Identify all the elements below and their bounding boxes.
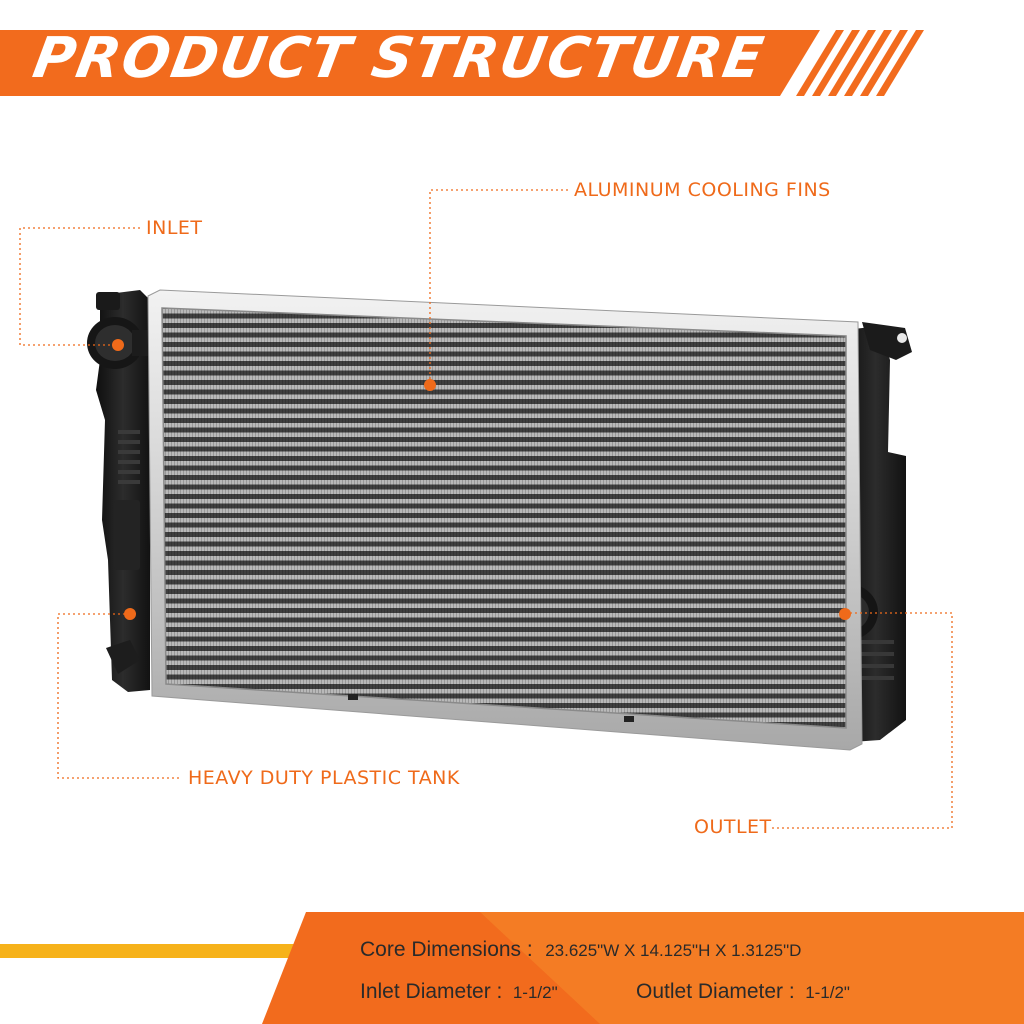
spec-band: Core Dimensions : 23.625"W X 14.125"H X … <box>0 912 1024 1024</box>
inlet-dot <box>112 339 124 351</box>
inlet-diameter: Inlet Diameter : 1-1/2" <box>360 980 558 1004</box>
inlet-label: INLET <box>146 217 203 239</box>
core-dimensions-label: Core Dimensions : <box>360 938 533 961</box>
inlet-diameter-label: Inlet Diameter : <box>360 980 503 1003</box>
outlet-label: OUTLET <box>694 816 772 838</box>
outlet-diameter-value: 1-1/2" <box>805 983 850 1002</box>
inlet-leader <box>19 227 140 346</box>
outlet-dot <box>839 608 851 620</box>
outlet-diameter-label: Outlet Diameter : <box>636 980 795 1003</box>
banner-shape <box>0 30 924 96</box>
tank-leader <box>57 613 182 779</box>
callout-lines <box>19 189 953 829</box>
left-tank <box>96 290 150 692</box>
core-dimensions-value: 23.625"W X 14.125"H X 1.3125"D <box>545 941 802 960</box>
bottom-clip <box>624 716 634 722</box>
radiator-illustration <box>19 189 953 829</box>
spec-band-shape <box>0 912 1024 1024</box>
banner-stripes <box>796 30 924 96</box>
fins-label: ALUMINUM COOLING FINS <box>574 179 831 201</box>
outlet-diameter: Outlet Diameter : 1-1/2" <box>636 980 850 1004</box>
header-banner: PRODUCT STRUCTURE <box>0 0 1024 115</box>
fins-dot <box>424 379 436 391</box>
cooling-core <box>161 307 847 729</box>
fins-leader <box>429 189 568 385</box>
tank-label: HEAVY DUTY PLASTIC TANK <box>188 767 460 789</box>
tank-dot <box>124 608 136 620</box>
bottom-clip <box>348 694 358 700</box>
inlet-diameter-value: 1-1/2" <box>512 983 558 1002</box>
core-dimensions: Core Dimensions : 23.625"W X 14.125"H X … <box>360 938 801 962</box>
callout-dots <box>112 339 851 620</box>
